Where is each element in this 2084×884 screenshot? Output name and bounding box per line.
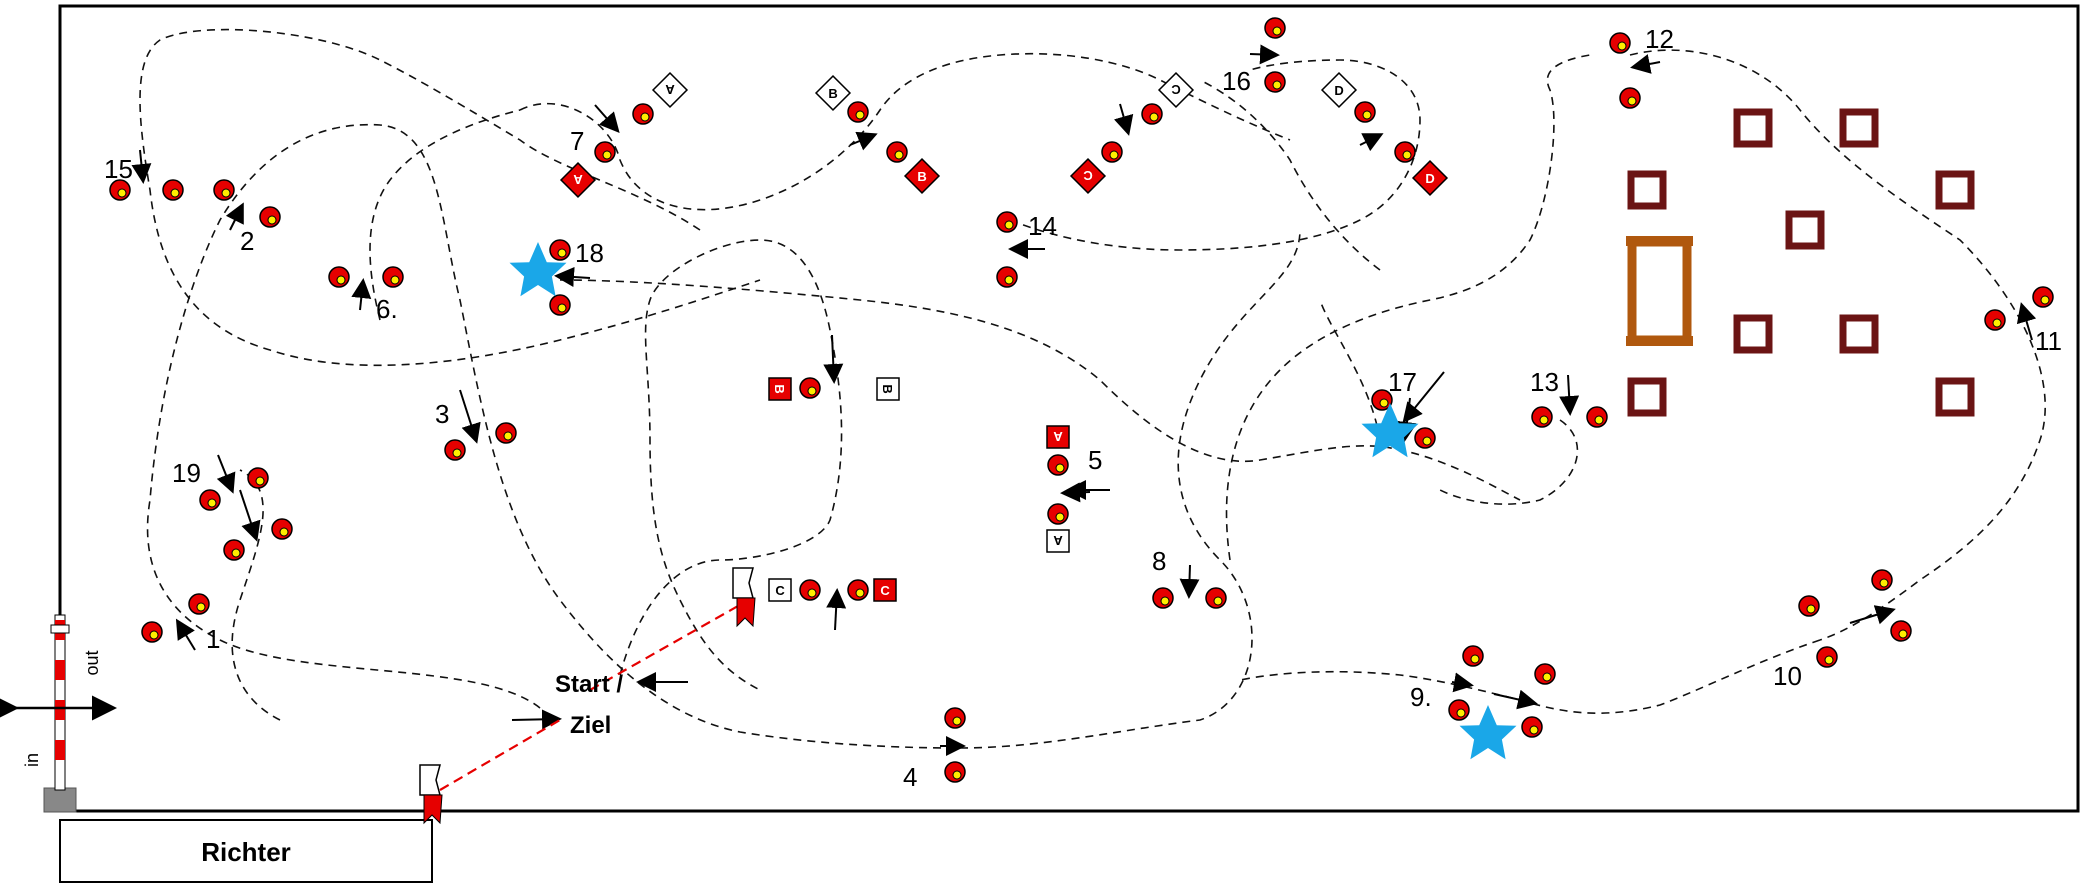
- finish-label: Ziel: [570, 712, 611, 739]
- obstacle-number: 1: [206, 624, 220, 654]
- sign-letter: A: [1053, 533, 1063, 548]
- obstacle-number: 19: [172, 458, 201, 488]
- gate-in-label: in: [22, 753, 42, 767]
- obstacle-number: 4: [903, 762, 917, 792]
- sign-letter: C: [880, 583, 890, 598]
- obstacle-number: 17: [1388, 367, 1417, 397]
- sign-letter: C: [775, 583, 785, 598]
- obstacle-number: 5: [1088, 445, 1102, 475]
- sign-letter: A: [665, 82, 675, 97]
- obstacle-number: 14: [1028, 211, 1057, 241]
- obstacle-number: 7: [570, 126, 584, 156]
- obstacle-number: 2: [240, 226, 254, 256]
- sign-letter: D: [1334, 83, 1343, 98]
- obstacle-number: 3: [435, 399, 449, 429]
- obstacle-number: 11: [2035, 326, 2062, 356]
- obstacle-number: 12: [1645, 24, 1674, 54]
- sign-letter: A: [1053, 429, 1063, 444]
- obstacle-number: 9.: [1410, 682, 1432, 712]
- start-line: [439, 719, 561, 791]
- judge-label: Richter: [201, 837, 291, 867]
- sign-letter: B: [917, 169, 926, 184]
- arena-border: [58, 4, 2080, 813]
- sign-letter: B: [880, 384, 895, 393]
- letter-sign-icon: A A B B C C D D B B A A C C: [559, 71, 1449, 602]
- start-line: [589, 605, 739, 691]
- obstacle-number: 8: [1152, 546, 1166, 576]
- obstacle-number: 13: [1530, 367, 1559, 397]
- direction-arrows: [131, 44, 2037, 756]
- sign-letter: A: [573, 172, 583, 187]
- cones: [109, 17, 2054, 783]
- obstacle-number: 18: [575, 238, 604, 268]
- obstacle-number: 16: [1222, 66, 1251, 96]
- obstacle-numbers: 1 2 3 4 5 6. 7 8 9. 10 11 12 13 14 15 16…: [104, 24, 2062, 792]
- sign-letter: B: [772, 384, 787, 393]
- sign-letter: C: [1083, 168, 1093, 183]
- sign-letter: B: [828, 86, 837, 101]
- obstacle-number: 10: [1773, 661, 1802, 691]
- flag-icon: [419, 764, 443, 825]
- barrier-pole-icon: [43, 614, 77, 813]
- start-label: Start /: [555, 671, 623, 698]
- gate-out-label: out: [82, 650, 102, 675]
- obstacle-number: 6.: [376, 294, 398, 324]
- flag-icon: [732, 567, 756, 628]
- judge-box: [59, 819, 433, 883]
- sign-letter: C: [1171, 82, 1181, 97]
- table-obstacle: [1626, 236, 1693, 346]
- square-obstacles: [1631, 112, 1971, 413]
- sign-letter: D: [1425, 171, 1434, 186]
- star-icon: [1361, 403, 1419, 458]
- course-path: [139, 28, 2046, 749]
- obstacle-number: 15: [104, 154, 133, 184]
